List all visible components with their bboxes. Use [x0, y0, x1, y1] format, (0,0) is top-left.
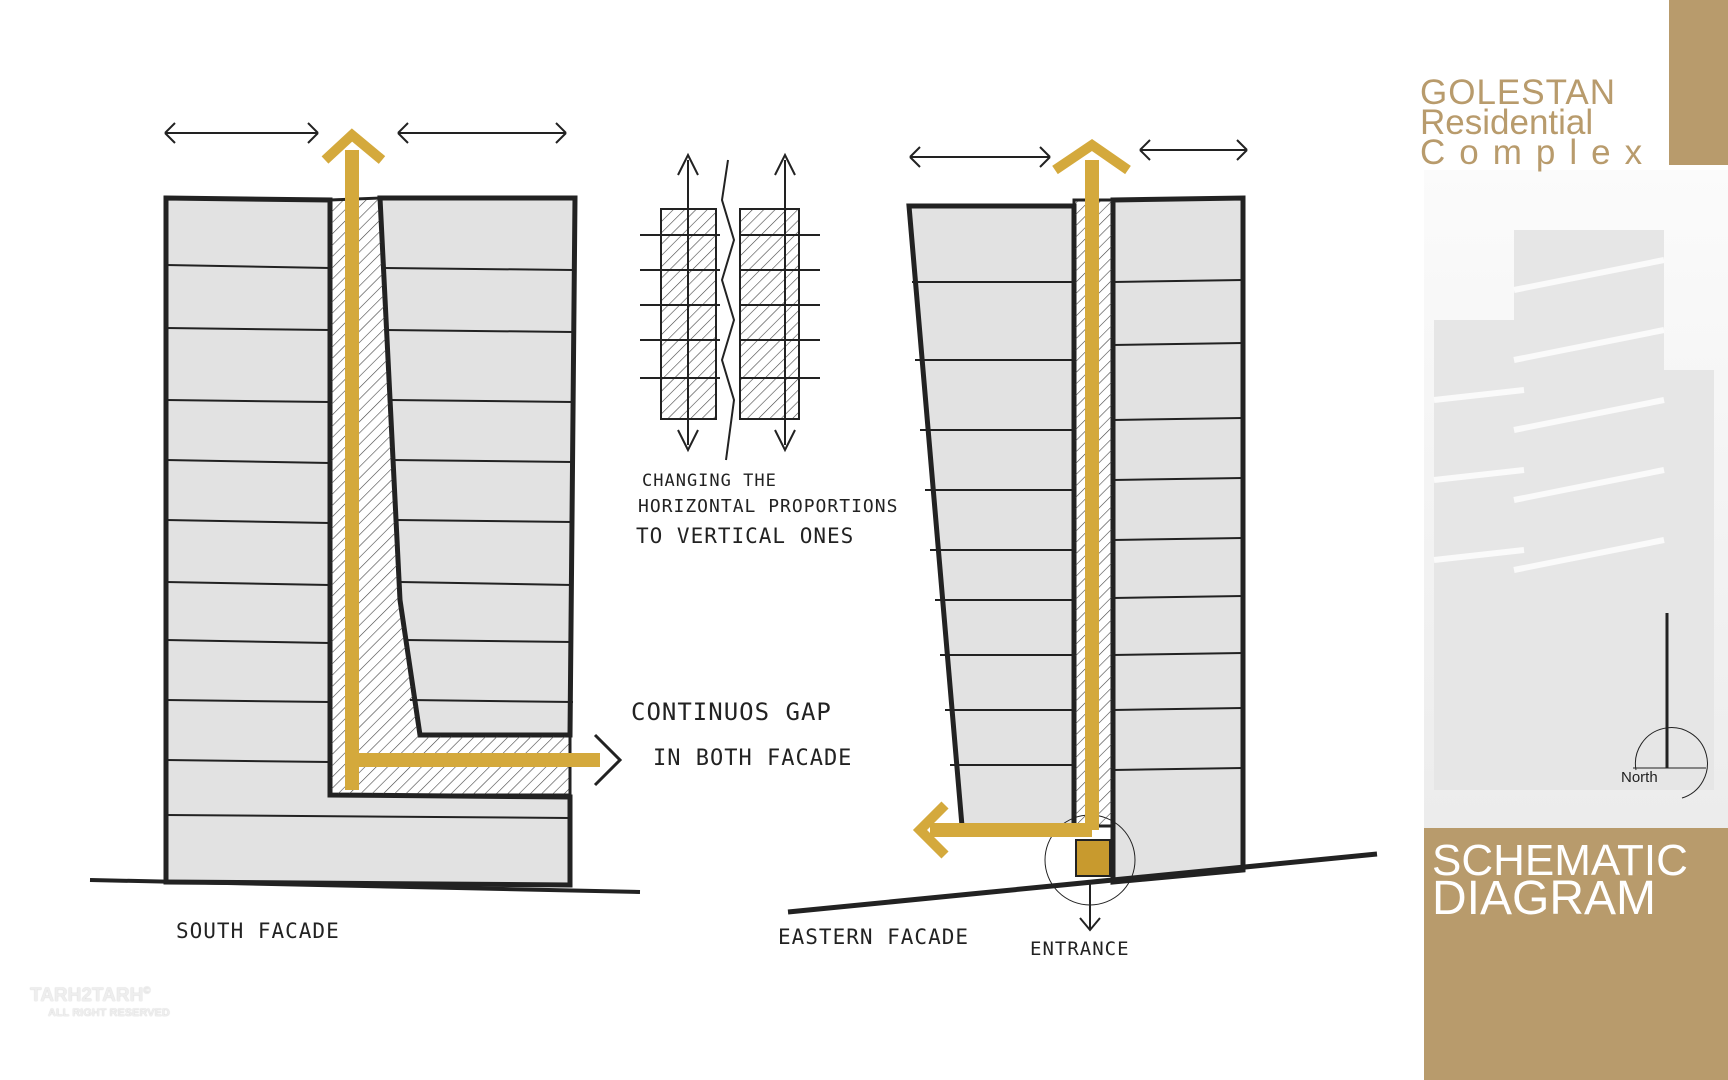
- accent-block: [1669, 0, 1728, 165]
- panel-title-line: DIAGRAM: [1432, 872, 1657, 925]
- title-line: Residential: [1420, 103, 1594, 142]
- north-label: North: [1621, 769, 1658, 786]
- schematic-panel: SCHEMATIC DIAGRAM: [1424, 828, 1728, 1080]
- title-line: GOLESTAN: [1420, 73, 1617, 112]
- proportion-concept-sketch: [640, 152, 820, 461]
- title-line: Complex: [1420, 133, 1657, 172]
- eastern-facade-label: EASTERN FACADE: [778, 925, 969, 949]
- north-arrow-icon: [1633, 613, 1708, 799]
- panel-title-line: SCHEMATIC: [1432, 836, 1688, 885]
- building-photo-background: [1424, 170, 1728, 828]
- changing-label-line: HORIZONTAL PROPORTIONS: [638, 496, 898, 517]
- gap-label-line: IN BOTH FACADE: [653, 746, 852, 771]
- eastern-facade-sketch: [787, 138, 1378, 932]
- south-facade-sketch: [89, 122, 641, 894]
- logo-name: TARH2TARH: [30, 985, 144, 1006]
- entrance-label: ENTRANCE: [1030, 938, 1130, 960]
- tarh2tarh-logo: TARH2TARH© ALL RIGHT RESERVED: [30, 985, 170, 1019]
- changing-label-line: CHANGING THE: [642, 471, 777, 491]
- building-silhouette: [1433, 230, 1714, 790]
- gap-label-line: CONTINUOS GAP: [631, 698, 832, 726]
- south-facade-label: SOUTH FACADE: [176, 919, 340, 943]
- changing-label-line: TO VERTICAL ONES: [636, 524, 854, 548]
- project-title: GOLESTAN Residential Complex: [1420, 73, 1657, 172]
- copyright-mark: ©: [143, 985, 151, 997]
- logo-subtitle: ALL RIGHT RESERVED: [48, 1007, 170, 1019]
